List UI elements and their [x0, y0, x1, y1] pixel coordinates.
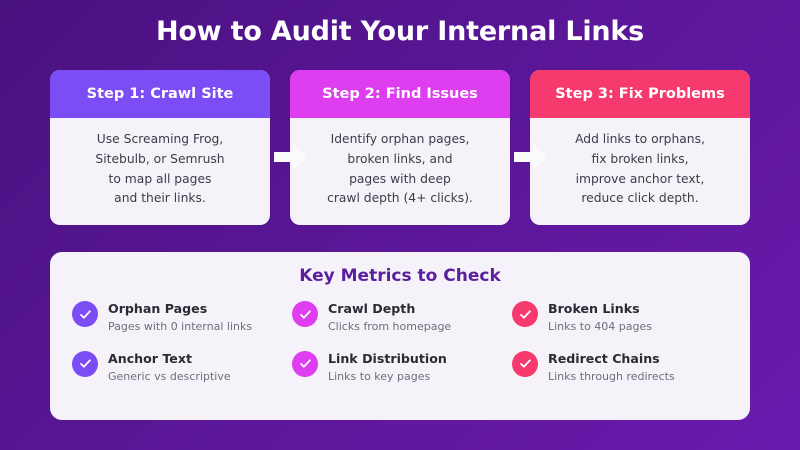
- metrics-panel: Key Metrics to Check Orphan Pages Pages …: [50, 252, 750, 420]
- check-icon: [292, 301, 318, 327]
- metric-item-anchor-text: Anchor Text Generic vs descriptive: [72, 350, 288, 386]
- step-card-1: Step 1: Crawl Site Use Screaming Frog, S…: [50, 70, 270, 225]
- metric-description: Clicks from homepage: [328, 320, 452, 334]
- metric-item-broken-links: Broken Links Links to 404 pages: [512, 300, 728, 336]
- metrics-panel-title: Key Metrics to Check: [299, 266, 501, 286]
- metric-item-link-distribution: Link Distribution Links to key pages: [292, 350, 508, 386]
- arrow-right-icon: [514, 144, 548, 170]
- steps-row: Step 1: Crawl Site Use Screaming Frog, S…: [50, 70, 750, 225]
- metric-description: Links to key pages: [328, 370, 431, 384]
- metric-description: Links through redirects: [548, 370, 675, 384]
- check-icon: [72, 301, 98, 327]
- metric-label: Crawl Depth: [328, 301, 416, 316]
- metric-item-orphan-pages: Orphan Pages Pages with 0 internal links: [72, 300, 288, 336]
- metrics-grid: Orphan Pages Pages with 0 internal links…: [72, 300, 728, 386]
- check-icon: [72, 350, 98, 377]
- step-card-3: Step 3: Fix Problems Add links to orphan…: [530, 70, 750, 225]
- metric-description: Links to 404 pages: [548, 320, 652, 334]
- metric-item-crawl-depth: Crawl Depth Clicks from homepage: [292, 300, 508, 336]
- step-card-3-body: Add links to orphans, fix broken links, …: [575, 131, 705, 206]
- check-icon: [512, 301, 538, 327]
- metric-label: Broken Links: [548, 301, 640, 316]
- metric-description: Generic vs descriptive: [108, 370, 231, 384]
- arrow-right-icon: [274, 144, 308, 170]
- step-card-1-body: Use Screaming Frog, Sitebulb, or Semrush…: [95, 131, 225, 206]
- metric-label: Anchor Text: [108, 350, 192, 366]
- metric-label: Orphan Pages: [108, 301, 208, 316]
- metric-label: Link Distribution: [328, 350, 447, 366]
- step-card-3-header: Step 3: Fix Problems: [530, 70, 750, 118]
- step-card-1-header: Step 1: Crawl Site: [50, 70, 270, 118]
- step-card-2-header: Step 2: Find Issues: [290, 70, 510, 118]
- metric-item-redirect-chains: Redirect Chains Links through redirects: [512, 350, 728, 386]
- metric-description: Pages with 0 internal links: [108, 320, 253, 334]
- metric-label: Redirect Chains: [548, 350, 660, 366]
- page-title: How to Audit Your Internal Links: [155, 16, 645, 47]
- step-card-2-body: Identify orphan pages, broken links, and…: [327, 131, 473, 206]
- check-icon: [292, 350, 318, 377]
- step-card-2: Step 2: Find Issues Identify orphan page…: [290, 70, 510, 225]
- check-icon: [512, 350, 538, 377]
